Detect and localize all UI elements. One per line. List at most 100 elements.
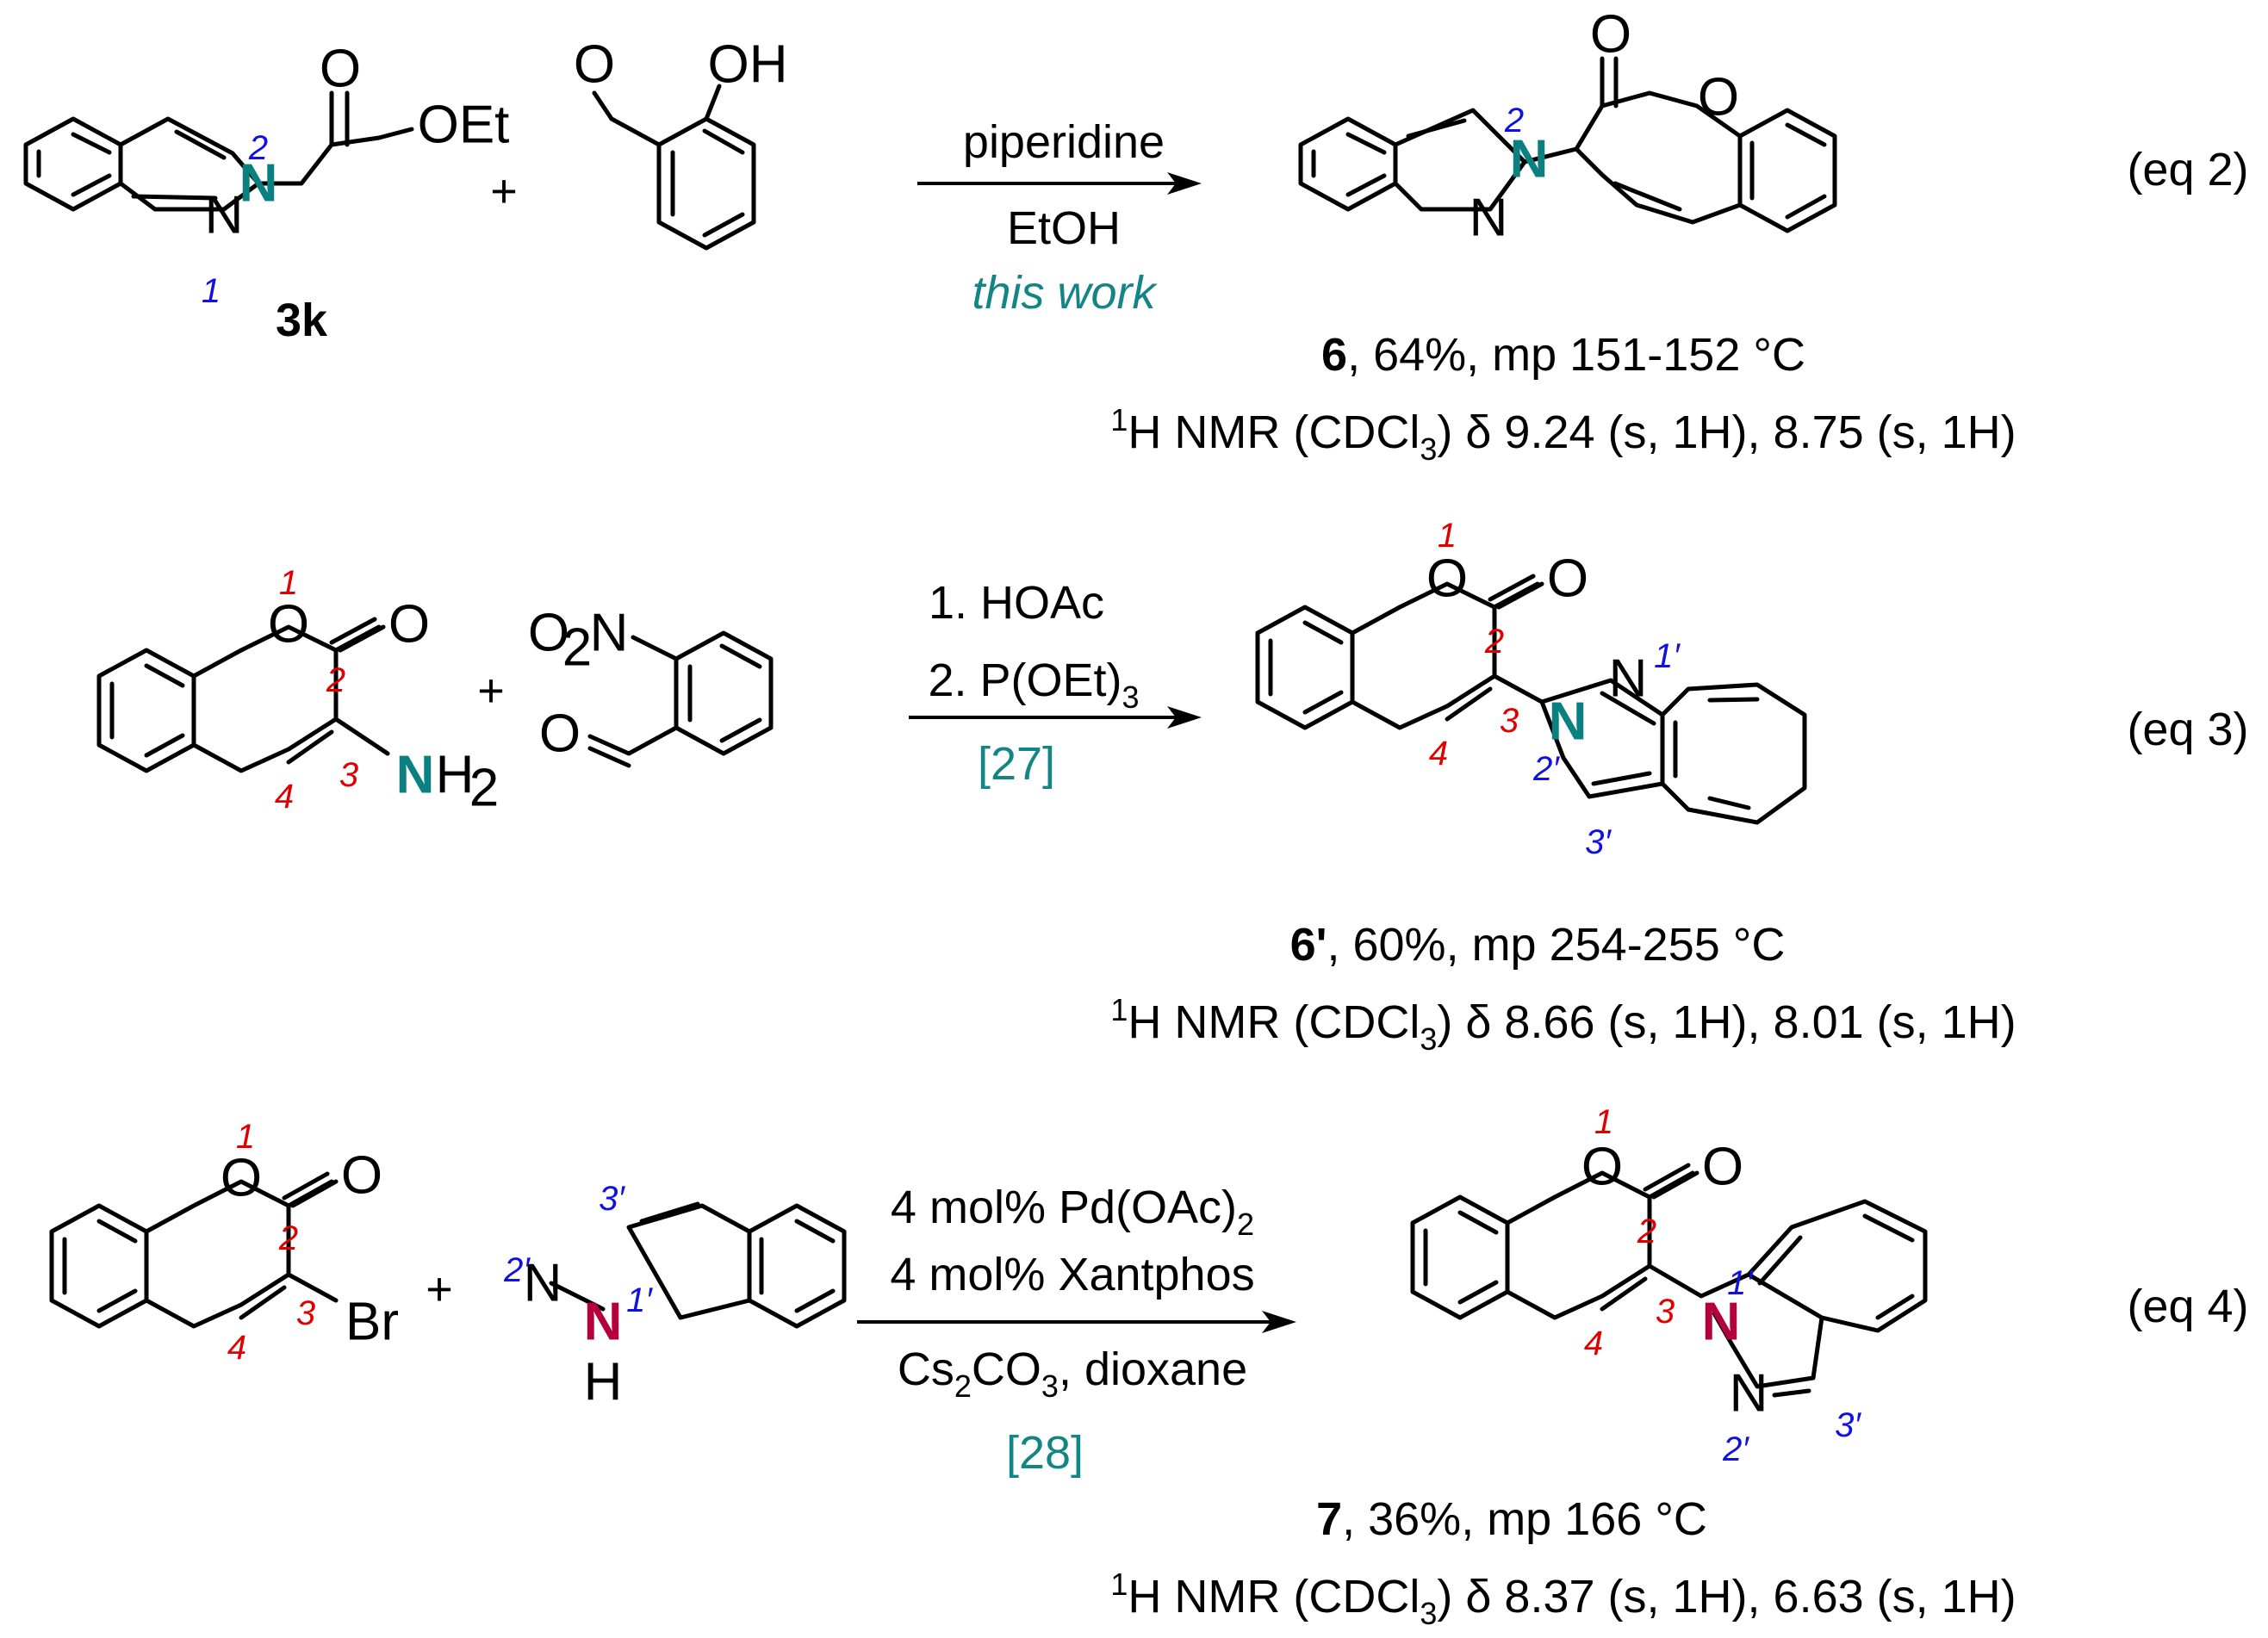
reactant-3k-structure: N N O OEt 2 1 — [23, 40, 510, 310]
ring-number-2prime: 2′ — [1532, 750, 1560, 788]
condition-poet3-subscript: 3 — [1122, 679, 1140, 715]
equation-3: O O N H 2 1 2 3 4 + O 2 N O 1. HOAc 2. P… — [96, 517, 2249, 1057]
condition-pd-oac2: 4 mol% Pd(OAc)2 — [891, 1182, 1254, 1242]
condition-xantphos: 4 mol% Xantphos — [890, 1249, 1254, 1300]
atom-n1-3k: N — [205, 186, 244, 245]
compound-label-6prime: 6' — [1290, 919, 1327, 971]
nmr-6prime: 1H NMR (CDCl3) δ 8.66 (s, 1H), 8.01 (s, … — [1110, 992, 2016, 1057]
condition-ref-28: [28] — [1006, 1427, 1084, 1479]
equation-4: O O Br 1 2 3 4 + N N H 3′ 2′ 1′ 4 mol% P… — [49, 1103, 2249, 1631]
atom-carbonyl-o-7: O — [1702, 1138, 1743, 1197]
ring-number-4: 4 — [227, 1329, 246, 1367]
equation-2: N N O OEt 2 1 3k + O OH piperidine EtOH … — [23, 5, 2249, 467]
ring-number-2: 2 — [248, 129, 268, 167]
ring-number-2: 2 — [1637, 1213, 1656, 1250]
atom-n2-6: N — [1510, 130, 1549, 189]
compound-label-6: 6 — [1321, 329, 1347, 381]
ring-number-3: 3 — [1656, 1293, 1675, 1331]
condition-piperidine: piperidine — [963, 116, 1165, 168]
salicylaldehyde-structure: O OH — [574, 35, 788, 251]
ring-number-3: 3 — [296, 1294, 315, 1332]
condition-hoac: 1. HOAc — [929, 577, 1104, 629]
ring-number-1: 1 — [279, 564, 298, 602]
product-7-structure: O O N N 1 2 3 4 1′ 2′ 3′ — [1410, 1103, 1928, 1468]
condition-cs: Cs — [898, 1343, 954, 1395]
ring-number-1: 1 — [202, 272, 221, 310]
ring-number-1: 1 — [1594, 1103, 1613, 1141]
bromocoumarin-structure: O O Br 1 2 3 4 — [49, 1118, 399, 1367]
atom-oh: OH — [708, 35, 788, 95]
arrowhead-eq2 — [1167, 172, 1202, 195]
arrowhead-eq4 — [1262, 1311, 1296, 1333]
condition-cs2co3-dioxane: Cs2CO3, dioxane — [898, 1343, 1247, 1404]
atom-ring-o-6p: O — [1426, 549, 1468, 609]
ring-number-2: 2 — [278, 1219, 298, 1257]
atom-nh2-subscript: 2 — [469, 759, 499, 818]
condition-co-subscript: 3 — [1041, 1368, 1059, 1404]
ring-number-2prime: 2′ — [1722, 1430, 1749, 1468]
plus-sign: + — [490, 165, 518, 217]
nmr-subscript-6prime: 3 — [1420, 1021, 1437, 1057]
condition-etoh: EtOH — [1007, 202, 1121, 254]
nmr-7: 1H NMR (CDCl3) δ 8.37 (s, 1H), 6.63 (s, … — [1110, 1567, 2016, 1631]
nmr-superscript-7: 1 — [1110, 1567, 1128, 1602]
ring-number-3prime: 3′ — [599, 1180, 625, 1218]
condition-cs-subscript: 2 — [954, 1368, 972, 1404]
atom-n1prime-indazole: N — [584, 1293, 623, 1352]
ring-number-2: 2 — [326, 661, 345, 699]
condition-poet3-main: 2. P(OEt) — [928, 655, 1122, 706]
caption-6-yield: 6, 64%, mp 151-152 °C — [1321, 329, 1805, 381]
nmr-superscript-6: 1 — [1110, 402, 1128, 437]
ring-number-1: 1 — [236, 1118, 255, 1156]
atom-ring-o-bromo: O — [221, 1149, 262, 1208]
condition-poet3: 2. P(OEt)3 — [928, 655, 1139, 715]
nmr-6: 1H NMR (CDCl3) δ 9.24 (s, 1H), 8.75 (s, … — [1110, 402, 2016, 467]
atom-nh2-n: N — [396, 746, 435, 805]
ring-number-1prime: 1′ — [1727, 1264, 1754, 1302]
nmr-text-a-6prime: H NMR (CDCl — [1128, 996, 1420, 1048]
atom-nitro-n: N — [590, 604, 629, 663]
ring-number-1prime: 1′ — [626, 1281, 653, 1319]
atom-n2-3k: N — [239, 154, 278, 214]
atom-nitro-o: O — [528, 604, 569, 663]
nitrobenzaldehyde-structure: O 2 N O — [528, 604, 774, 768]
ring-number-3prime: 3′ — [1835, 1406, 1861, 1444]
nmr-text-b-6: ) δ 9.24 (s, 1H), 8.75 (s, 1H) — [1437, 406, 2016, 458]
nmr-subscript-7: 3 — [1420, 1596, 1437, 1631]
atom-n1-6: N — [1470, 189, 1508, 248]
equation-label-3: (eq 3) — [2127, 704, 2248, 755]
atom-carbonyl-o-bromo: O — [341, 1146, 382, 1206]
atom-ring-o-6: O — [1698, 68, 1739, 127]
plus-sign: + — [426, 1263, 453, 1315]
condition-ref-27: [27] — [978, 738, 1055, 790]
ring-number-4: 4 — [1584, 1325, 1603, 1362]
atom-aldehyde-o: O — [574, 35, 615, 95]
atom-br: Br — [345, 1293, 399, 1352]
ring-number-4: 4 — [1429, 735, 1448, 772]
ring-number-1prime: 1′ — [1654, 637, 1681, 675]
atom-nh2-h: H — [436, 746, 475, 805]
atom-lactone-carbonyl-o-6: O — [1590, 5, 1631, 65]
atom-nitro-subscript: 2 — [562, 618, 592, 678]
atom-n1prime-6p: N — [1609, 649, 1648, 709]
ring-number-3prime: 3′ — [1585, 823, 1612, 861]
plus-sign: + — [477, 665, 505, 717]
equation-label-2: (eq 2) — [2127, 144, 2248, 195]
nmr-text-b-6prime: ) δ 8.66 (s, 1H), 8.01 (s, 1H) — [1437, 996, 2016, 1048]
atom-oet-3k: OEt — [418, 96, 510, 155]
nmr-superscript-6prime: 1 — [1110, 992, 1128, 1027]
atom-carbonyl-o-6p: O — [1547, 549, 1588, 609]
yield-mp-6prime: , 60%, mp 254-255 °C — [1327, 919, 1785, 971]
atom-aldehyde-o-2: O — [539, 704, 581, 764]
yield-mp-7: , 36%, mp 166 °C — [1342, 1493, 1707, 1545]
atom-n1prime-7: N — [1702, 1293, 1741, 1352]
ring-number-2: 2 — [1484, 623, 1504, 661]
condition-this-work: this work — [972, 267, 1158, 319]
atom-nh-hydrogen: H — [584, 1353, 623, 1412]
yield-mp-6: , 64%, mp 151-152 °C — [1347, 329, 1805, 381]
nmr-text-b-7: ) δ 8.37 (s, 1H), 6.63 (s, 1H) — [1437, 1571, 2016, 1622]
ring-number-4: 4 — [275, 778, 294, 816]
caption-7-yield: 7, 36%, mp 166 °C — [1316, 1493, 1707, 1545]
caption-6prime-yield: 6', 60%, mp 254-255 °C — [1290, 919, 1786, 971]
